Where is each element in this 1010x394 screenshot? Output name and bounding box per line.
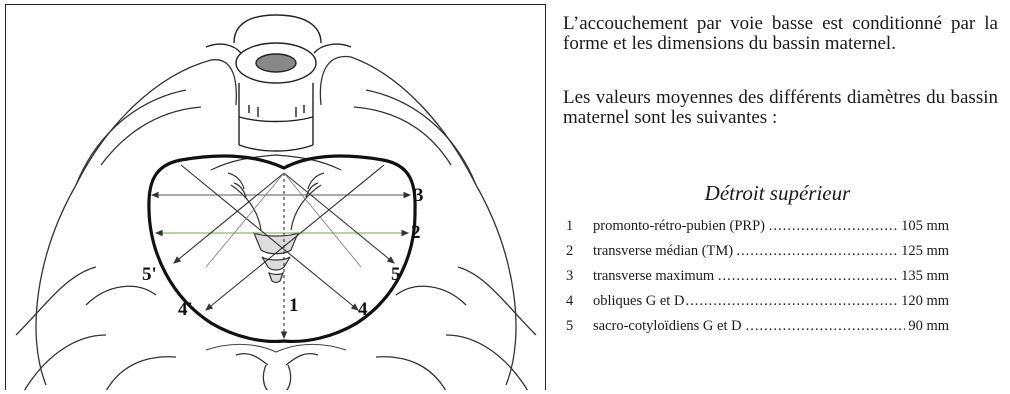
diameter-value: 120 mm [898, 292, 949, 310]
intro-paragraph: L’accouchement par voie basse est condit… [563, 14, 998, 54]
diameter-value: 135 mm [898, 267, 949, 285]
diameter-number: 3 [566, 267, 573, 285]
list-item: 3.......................................… [566, 267, 949, 285]
pubic-symphysis [206, 344, 346, 352]
diameter-number: 5 [566, 317, 573, 335]
list-item: 1.......................................… [566, 217, 949, 235]
diameter-label: transverse médian (TM) [593, 242, 735, 260]
diameter-label-4-left: 4' [178, 299, 193, 320]
diameter-label-1: 1 [289, 295, 299, 316]
diameter-label-3: 3 [414, 185, 424, 206]
diameter-number: 1 [566, 217, 573, 235]
diameter-label: transverse maximum [593, 267, 716, 285]
diameter-value: 90 mm [905, 317, 949, 335]
diameter-line-5-right [284, 173, 394, 263]
diameter-label-2: 2 [411, 222, 421, 243]
diameter-value: 125 mm [898, 242, 949, 260]
diameter-label: promonto-rétro-pubien (PRP) [593, 217, 767, 235]
pelvis-illustration: 3 2 1 4' 4 5' 5 [6, 5, 546, 390]
diameter-line-4-right [181, 165, 358, 310]
diameter-label-5-right: 5 [391, 264, 401, 285]
list-item: 2.......................................… [566, 242, 949, 260]
diameter-label-5-left: 5' [142, 264, 157, 285]
diameter-number: 2 [566, 242, 573, 260]
lumbar-vertebra [206, 15, 351, 151]
diameter-value: 105 mm [898, 217, 949, 235]
list-item: 5.......................................… [566, 317, 949, 335]
pelvis-illustration-panel: 3 2 1 4' 4 5' 5 [5, 4, 546, 390]
description-panel: L’accouchement par voie basse est condit… [547, 4, 1008, 390]
diameter-number: 4 [566, 292, 573, 310]
subtitle: Détroit supérieur [547, 181, 1008, 206]
diameter-label-4-right: 4 [358, 299, 368, 320]
diameter-label: sacro-cotyloïdiens G et D [593, 317, 744, 335]
diameter-label: obliques G et D [593, 292, 686, 310]
lead-paragraph: Les valeurs moyennes des différents diam… [563, 88, 998, 128]
list-item: 4.......................................… [566, 292, 949, 310]
